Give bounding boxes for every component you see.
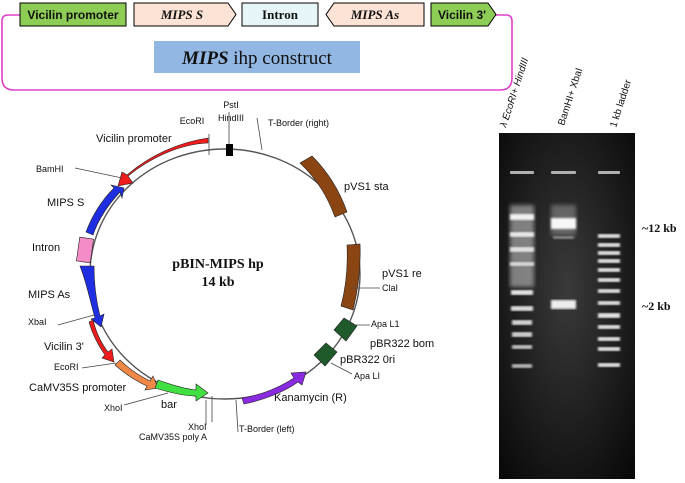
gel-marker-12kb: ~12 kb [642,221,677,235]
intron-map-label: Intron [32,242,60,254]
site-leader-lines [57,112,380,433]
mips-as-arrow [325,2,425,27]
gel-panel: λ EcoRI+ HindIII BamHI+ XbaI 1 kb ladder [498,56,677,479]
gel-lane-2-bands [551,205,576,309]
site-ecori-top-label: EcoRI [180,116,205,126]
camv35s-promoter-feature [114,359,159,391]
site-bamhi-label: BamHI [36,164,64,174]
pbr322-bom-feature [333,317,358,342]
site-apal1-top-label: Apa L1 [371,319,400,329]
intron-box [241,2,319,27]
plasmid-feature-labels: Vicilin promoter MIPS S Intron MIPS As V… [28,133,434,411]
vicilin-promoter-arrow [117,137,209,187]
camv35s-promoter-map-label: CaMV35S promoter [29,382,127,394]
construct-caption-box [154,41,360,73]
vicilin-promoter-label: Vicilin promoter [27,8,118,22]
site-psti-label: PstI [223,100,239,110]
gel-lane-1-label: λ EcoRI+ HindIII [498,56,531,129]
construct-element-vicilin-3: Vicilin 3' [430,2,497,27]
t-border-left-label: T-Border (left) [239,424,295,434]
site-hindiii-label: HindIII [218,113,244,123]
site-clai-label: ClaI [382,283,398,293]
gel-lane-3-label: 1 kb ladder [608,78,634,129]
pvs1-re-feature [340,243,361,311]
site-xhoi-bottom-label: XhoI [188,422,207,432]
gel-lane-3-bands [598,234,620,367]
mips-s-arrow [133,2,237,27]
construct-bracket [1,14,513,91]
mips-s-feature [85,184,125,236]
site-apali-bottom-label: Apa LI [354,371,380,381]
vicilin-promoter-box [19,2,127,27]
pbr322-ori-map-label: pBR322 0ri [340,354,395,366]
site-xbai-label: XbaI [28,317,47,327]
pvs1-sta-map-label: pVS1 sta [344,181,390,193]
vicilin-promoter-map-label: Vicilin promoter [96,133,172,145]
construct-element-vicilin-promoter: Vicilin promoter [19,2,127,27]
plasmid-size: 14 kb [201,275,234,290]
bar-map-label: bar [161,399,177,411]
site-xhoi-left-label: XhoI [104,403,123,413]
site-ecori-low-label: EcoRI [54,362,79,372]
intron-label: Intron [262,7,299,22]
construct-caption: MIPS ihp construct [181,48,333,69]
mips-as-label: MIPS As [350,7,399,22]
camv35s-polya-label: CaMV35S poly A [139,432,207,442]
intron-feature [76,236,94,264]
construct-element-intron: Intron [241,2,319,27]
kanamycin-map-label: Kanamycin (R) [274,392,347,404]
t-border-right-label: T-Border (right) [268,118,329,128]
vicilin-3-label: Vicilin 3' [438,8,486,22]
vicilin-3-arrow [430,2,497,27]
kanamycin-feature [241,371,307,405]
gel-lane-2-label: BamHI+ XbaI [556,67,585,127]
vicilin-3-map-label: Vicilin 3' [44,341,84,353]
gel-wells [510,171,620,174]
pvs1-sta-feature [299,155,348,218]
mips-s-label: MIPS S [160,7,203,22]
gel-lane-1-bands [510,205,534,368]
pbr322-ori-feature [313,342,338,367]
mips-s-map-label: MIPS S [47,197,84,209]
construct-element-mips-s: MIPS S [133,2,237,27]
construct-diagram: Vicilin promoter MIPS S Intron MIPS As V… [1,2,513,91]
plasmid-name: pBIN-MIPS hp [172,257,264,272]
plasmid-labels: PstI HindIII EcoRI T-Border (right) BamH… [28,100,400,442]
vicilin-3-feature [88,319,115,363]
pbr322-bom-map-label: pBR322 bom [370,338,434,350]
gel-marker-2kb: ~2 kb [642,299,671,313]
pstI-hindIII-site-marker [226,144,233,156]
mips-as-feature [79,265,105,328]
pvs1-re-map-label: pVS1 re [382,268,422,280]
plasmid-map: PstI HindIII EcoRI T-Border (right) BamH… [28,100,434,442]
bar-feature [154,379,209,402]
construct-element-mips-as: MIPS As [325,2,425,27]
mips-as-map-label: MIPS As [28,289,71,301]
